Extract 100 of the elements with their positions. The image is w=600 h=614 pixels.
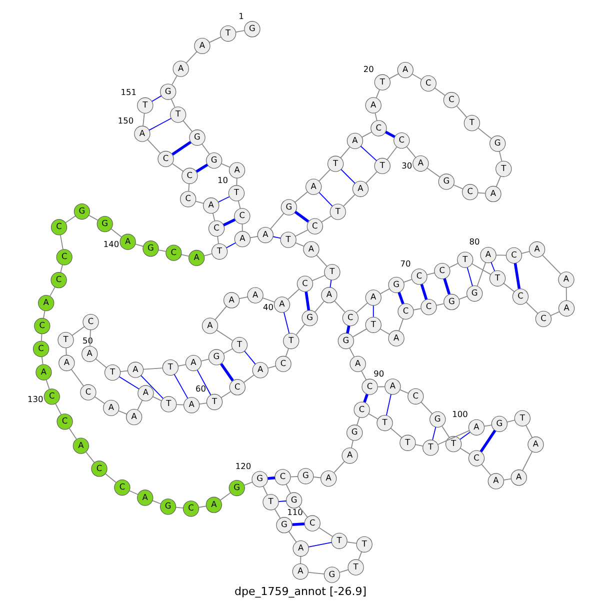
- node-circle: A: [396, 62, 413, 78]
- connector: [308, 542, 332, 548]
- connector: [318, 169, 330, 182]
- node-circle: G: [142, 240, 158, 257]
- node-label: 80: [468, 236, 480, 247]
- node-circle: G: [228, 480, 244, 496]
- connector: [342, 194, 355, 206]
- node-circle: G: [323, 566, 340, 583]
- connector: [441, 426, 450, 438]
- node-circle: C: [397, 303, 414, 320]
- node-circle: G: [489, 136, 506, 152]
- node-circle: T: [422, 440, 438, 456]
- node-circle: C: [32, 340, 49, 357]
- node-circle: A: [510, 470, 526, 486]
- node-label: 50: [82, 336, 93, 346]
- connector: [436, 303, 444, 306]
- node-circle: C: [114, 479, 130, 496]
- node-circle: A: [388, 330, 404, 346]
- connector: [420, 402, 432, 414]
- node-circle: A: [384, 378, 400, 395]
- connector: [350, 440, 353, 448]
- node-circle: T: [210, 243, 228, 260]
- node-label: 10: [216, 174, 228, 185]
- connector: [222, 218, 235, 226]
- node-circle: G: [490, 416, 507, 432]
- node-circle: C: [180, 191, 196, 208]
- connector: [476, 192, 486, 194]
- node-circle: C: [505, 247, 522, 264]
- node-circle: T: [220, 25, 236, 42]
- connector: [360, 370, 366, 380]
- node-circle: C: [304, 515, 320, 532]
- node-circle: A: [126, 362, 144, 378]
- node-circle: A: [72, 438, 88, 454]
- connector: [386, 146, 397, 160]
- node-circle: T: [230, 336, 248, 354]
- node-circle: C: [274, 356, 291, 372]
- node-circle: A: [58, 354, 74, 372]
- connector: [94, 396, 104, 404]
- connector: [142, 368, 162, 370]
- connector: [300, 556, 301, 564]
- node-circle: C: [361, 378, 378, 395]
- connector: [294, 229, 308, 237]
- connector: [459, 448, 470, 455]
- connector: [88, 330, 90, 346]
- connector: [151, 95, 162, 102]
- connector: [274, 508, 280, 519]
- connector: [311, 274, 325, 282]
- node-circle: T: [364, 316, 381, 333]
- connector: [334, 300, 345, 312]
- node-circle: T: [262, 494, 278, 510]
- connector: [128, 490, 138, 495]
- node-circle: A: [119, 234, 136, 250]
- node-circle: C: [342, 310, 358, 326]
- node-circle: C: [228, 379, 245, 396]
- node-circle: C: [512, 288, 528, 305]
- node-circle: C: [208, 220, 224, 237]
- connector: [196, 370, 211, 396]
- node-label: 100: [452, 409, 468, 420]
- node-circle: T: [160, 396, 176, 412]
- node-circle: A: [183, 397, 200, 414]
- connector: [212, 212, 215, 222]
- connector: [346, 542, 357, 544]
- connector: [59, 234, 63, 250]
- connector: [476, 262, 486, 287]
- node-circle: T: [445, 436, 462, 452]
- node-circle: G: [466, 285, 482, 302]
- node-label: 130: [27, 394, 43, 404]
- connector: [452, 184, 463, 190]
- connector: [70, 369, 84, 386]
- node-circle: G: [280, 199, 296, 216]
- node-circle: C: [56, 414, 72, 430]
- node-circle: A: [364, 97, 381, 114]
- connector: [158, 250, 166, 252]
- connector: [219, 492, 230, 501]
- diagram-title: dpe_1759_annot [-26.9]: [234, 585, 366, 598]
- node-label: 20: [362, 64, 374, 74]
- node-circle: A: [134, 126, 150, 142]
- connector: [226, 242, 236, 248]
- node-circle: T: [374, 158, 390, 174]
- node-circle: A: [412, 155, 428, 172]
- connector: [495, 254, 506, 256]
- connector: [40, 333, 42, 342]
- node-circle: A: [273, 296, 290, 313]
- node-circle: A: [252, 362, 268, 378]
- connector: [94, 358, 106, 368]
- connector: [356, 416, 360, 426]
- node-circle: C: [34, 318, 50, 334]
- node-circle: C: [234, 208, 250, 224]
- connector: [290, 476, 298, 478]
- node-circle: A: [201, 318, 218, 334]
- node-circle: T: [324, 264, 340, 280]
- connector: [448, 262, 458, 268]
- connector: [54, 403, 62, 416]
- node-circle: A: [346, 132, 363, 149]
- connector: [284, 348, 288, 357]
- node-circle: T: [456, 252, 473, 268]
- connector: [333, 460, 344, 473]
- node-circle: T: [495, 160, 512, 177]
- node-circle: C: [420, 298, 436, 316]
- connector: [414, 444, 423, 447]
